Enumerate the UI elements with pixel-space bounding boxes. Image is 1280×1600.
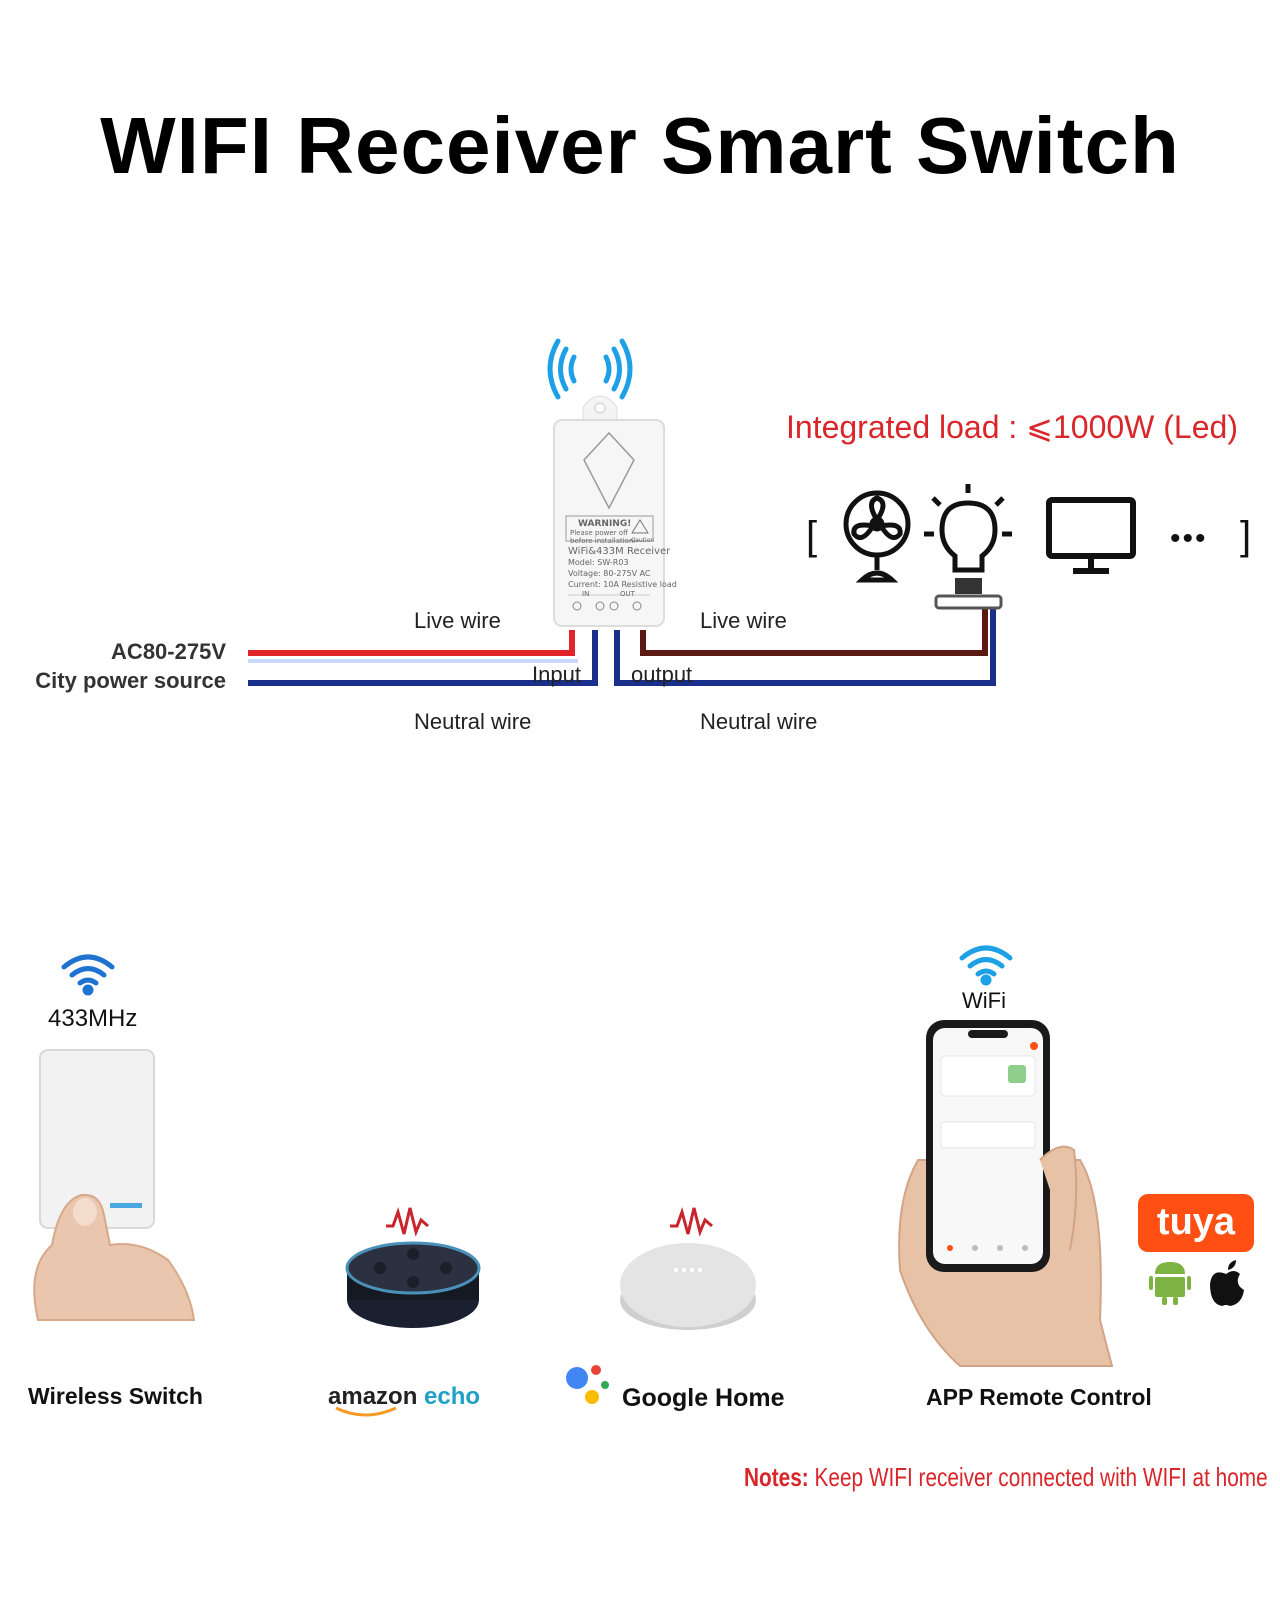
load-bracket-close: ] [1240, 514, 1252, 558]
phone-in-hand [898, 1020, 1114, 1367]
output-label: output [631, 662, 693, 687]
wifi-app-icon [959, 945, 1013, 986]
load-more-icon: ••• [1170, 522, 1208, 555]
receiver-warning-title: WARNING! [578, 519, 632, 529]
receiver-voltage: Voltage: 80-275V AC [568, 569, 651, 578]
notes: Notes: Keep WIFI receiver connected with… [744, 1462, 1268, 1493]
notes-text: Keep WIFI receiver connected with WIFI a… [808, 1462, 1268, 1492]
amazon-word: amazon [328, 1383, 418, 1410]
receiver-warning-line2: before installation! [570, 537, 637, 545]
android-icon [1149, 1262, 1191, 1305]
live-wire-in-label: Live wire [414, 608, 501, 633]
source-name-label: City power source [35, 668, 226, 693]
wifi-label: WiFi [962, 988, 1006, 1013]
input-label: Input [532, 662, 581, 687]
receiver-model: Model: SW-R03 [568, 558, 629, 567]
page-title: WIFI Receiver Smart Switch [100, 101, 1180, 190]
amazon-echo-device [345, 1241, 481, 1328]
app-remote-label: APP Remote Control [926, 1384, 1152, 1410]
neutral-wire-out-label: Neutral wire [700, 709, 818, 734]
frequency-label: 433MHz [48, 1005, 138, 1032]
wireless-switch-device [33, 1049, 196, 1321]
google-home-label: Google Home [622, 1384, 785, 1412]
input-wires [248, 630, 598, 686]
google-assistant-icon [566, 1365, 609, 1404]
receiver-in-label: IN [582, 590, 590, 598]
receiver-out-label: OUT [620, 590, 635, 598]
signal-icon [547, 338, 633, 400]
load-rating-label: Integrated load : ⩽1000W (Led) [786, 409, 1238, 445]
monitor-icon [1046, 497, 1136, 574]
receiver-model-name: WiFi&433M Receiver [568, 546, 671, 557]
google-sound-icon [670, 1207, 713, 1237]
notes-prefix: Notes: [744, 1462, 809, 1492]
fan-icon [843, 490, 911, 583]
neutral-wire-in-label: Neutral wire [414, 709, 532, 734]
amazon-smile-icon [335, 1406, 397, 1417]
receiver-device-icon [553, 395, 665, 627]
receiver-caution: Caution [631, 537, 655, 544]
source-voltage-label: AC80-275V [111, 639, 226, 664]
wifi-433-icon [61, 954, 115, 996]
echo-word: echo [424, 1383, 481, 1410]
google-home-device [620, 1243, 756, 1330]
load-bracket-open: [ [806, 514, 818, 558]
receiver-current: Current: 10A Resistive load [568, 580, 677, 589]
bulb-icon [924, 484, 1012, 610]
receiver-warning-line1: Please power off [570, 529, 628, 537]
apple-icon [1210, 1260, 1244, 1306]
amazon-echo-label: amazon echo [328, 1383, 480, 1411]
wireless-switch-label: Wireless Switch [28, 1383, 203, 1409]
live-wire-out-label: Live wire [700, 608, 787, 633]
tuya-logo: tuya [1138, 1194, 1254, 1252]
output-wires [614, 600, 996, 686]
echo-sound-icon [386, 1207, 429, 1237]
